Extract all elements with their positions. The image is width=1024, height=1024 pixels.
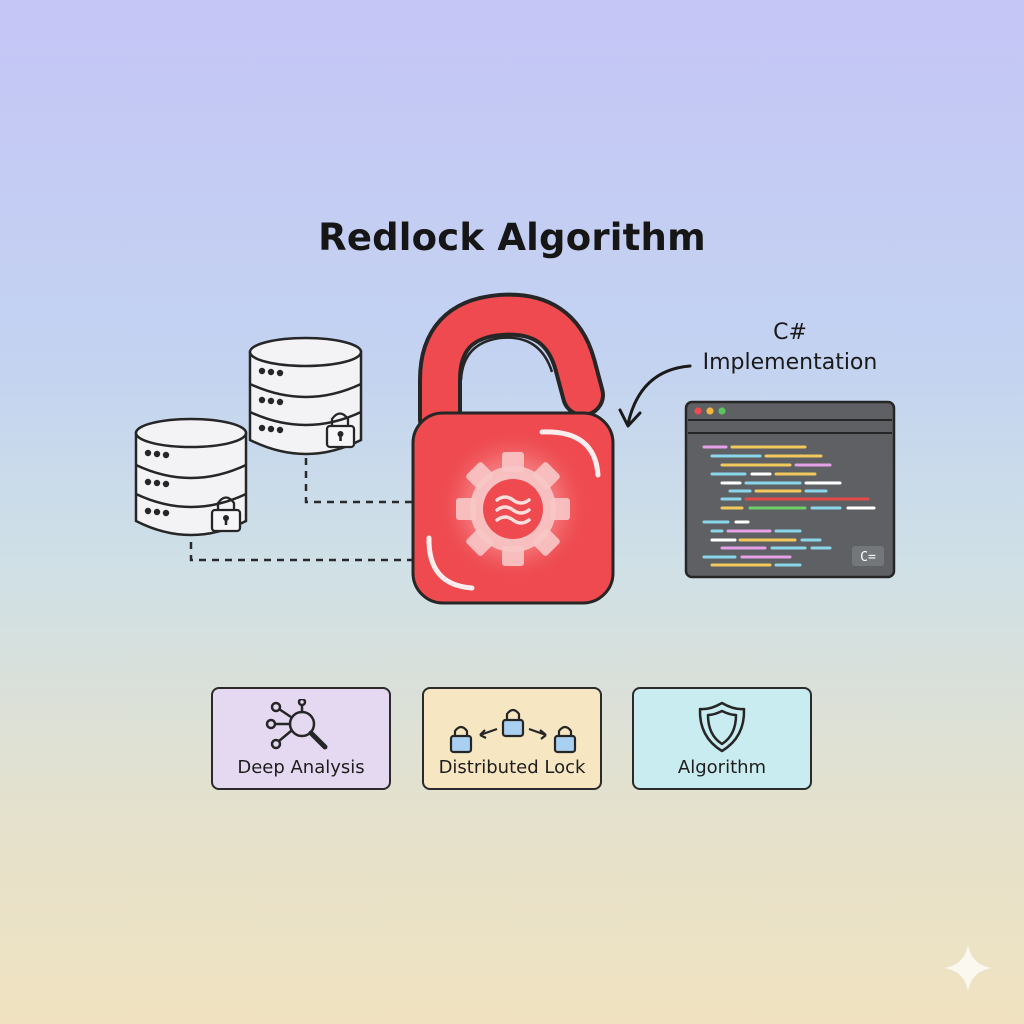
lock-icon-center bbox=[501, 708, 525, 738]
distributed-locks-icon bbox=[449, 708, 577, 754]
connector-top-database bbox=[304, 458, 412, 504]
arrow-icon-left bbox=[479, 727, 498, 739]
arrow-icon-right bbox=[528, 727, 547, 740]
shield-icon bbox=[698, 701, 746, 753]
implementation-label: C# Implementation bbox=[690, 318, 890, 378]
window-maximize-dot bbox=[718, 407, 726, 415]
sparkle-icon bbox=[944, 944, 992, 992]
network-search-icon bbox=[265, 699, 328, 750]
card-deep-analysis: Deep Analysis bbox=[211, 687, 391, 790]
window-close-dot bbox=[694, 407, 702, 415]
card-label: Algorithm bbox=[677, 757, 767, 778]
card-distributed-lock: Distributed Lock bbox=[422, 687, 602, 790]
implementation-label-line1: C# bbox=[773, 320, 807, 345]
connector-bottom-database bbox=[189, 542, 412, 562]
implementation-label-line2: Implementation bbox=[702, 350, 878, 375]
window-minimize-dot bbox=[706, 407, 714, 415]
card-label: Distributed Lock bbox=[438, 757, 586, 778]
card-label: Deep Analysis bbox=[237, 757, 365, 778]
lock-icon-left bbox=[449, 725, 473, 754]
redis-wave-icon bbox=[495, 495, 531, 525]
csharp-badge-text: C= bbox=[860, 550, 876, 565]
page-title: Redlock Algorithm bbox=[318, 216, 706, 259]
gear-icon bbox=[456, 452, 570, 566]
code-lines bbox=[702, 445, 876, 567]
curved-arrow-icon bbox=[618, 364, 692, 428]
code-window: C= bbox=[684, 400, 896, 579]
small-lock-icon-top bbox=[325, 412, 356, 449]
csharp-badge bbox=[852, 546, 884, 566]
small-lock-icon-bottom bbox=[210, 496, 242, 533]
lock-icon-right bbox=[553, 725, 577, 754]
connector-lines bbox=[189, 458, 412, 562]
card-algorithm: Algorithm bbox=[632, 687, 812, 790]
